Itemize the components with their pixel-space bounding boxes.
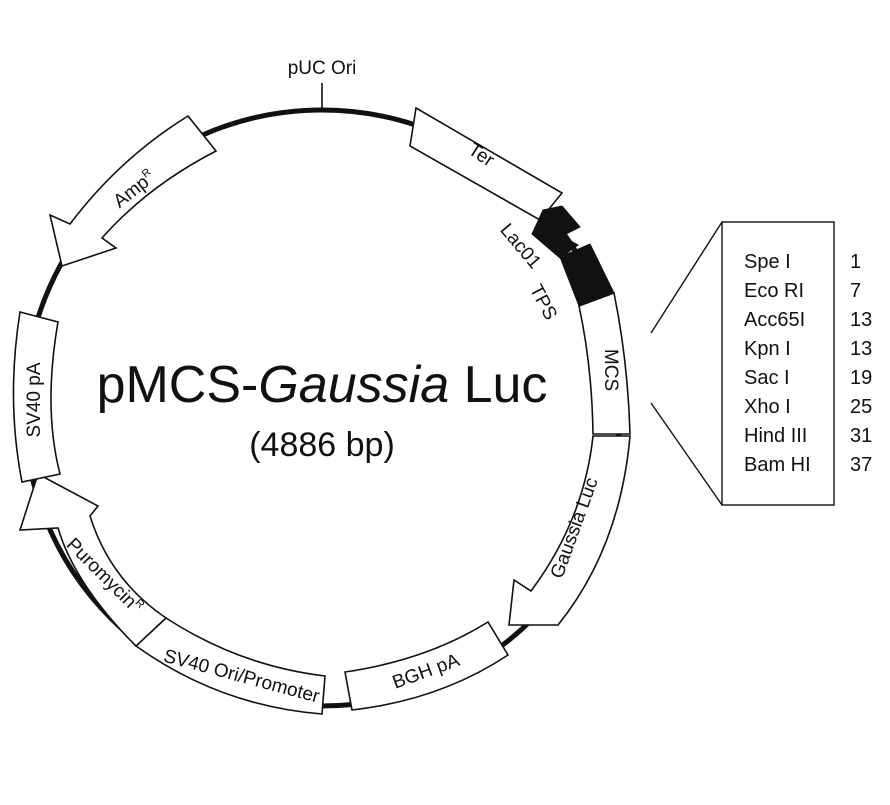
sv40-pa-label: SV40 pA [24, 362, 45, 437]
plasmid-size: (4886 bp) [249, 426, 395, 464]
puromycin-arrow [18, 472, 168, 648]
mcs-enzyme-position: 13 [850, 309, 872, 331]
mcs-enzyme-position: 37 [850, 454, 872, 476]
mcs-enzyme-name: Sac I [744, 367, 790, 389]
ampr-arrow [48, 114, 218, 268]
mcs-segment [578, 291, 631, 435]
gaussia-luc-arrow [508, 435, 631, 626]
mcs-label: MCS [600, 349, 621, 391]
mcs-enzyme-name: Eco RI [744, 280, 804, 302]
bgh-pa-segment [344, 620, 510, 711]
mcs-enzyme-position: 31 [850, 425, 872, 447]
mcs-enzyme-name: Bam HI [744, 454, 811, 476]
mcs-enzyme-name: Hind III [744, 425, 807, 447]
plasmid-title: pMCS-Gaussia Luc [97, 356, 548, 414]
puc-ori-label: pUC Ori [288, 58, 357, 79]
mcs-enzyme-name: Kpn I [744, 338, 791, 360]
sv40-pa-segment [12, 311, 61, 483]
mcs-enzyme-position: 25 [850, 396, 872, 418]
mcs-table-box [721, 221, 835, 506]
mcs-enzyme-position: 19 [850, 367, 872, 389]
sv40-ori-segment [134, 616, 326, 715]
mcs-enzyme-name: Acc65I [744, 309, 805, 331]
tps-label: TPS [525, 281, 561, 323]
mcs-enzyme-position: 13 [850, 338, 872, 360]
callout-line-bottom [650, 402, 723, 506]
mcs-enzyme-name: Xho I [744, 396, 791, 418]
lac01-block [531, 205, 581, 259]
callout-line-top [650, 221, 723, 334]
mcs-enzyme-position: 7 [850, 280, 861, 302]
mcs-enzyme-name: Spe I [744, 251, 791, 273]
mcs-enzyme-position: 1 [850, 251, 861, 273]
